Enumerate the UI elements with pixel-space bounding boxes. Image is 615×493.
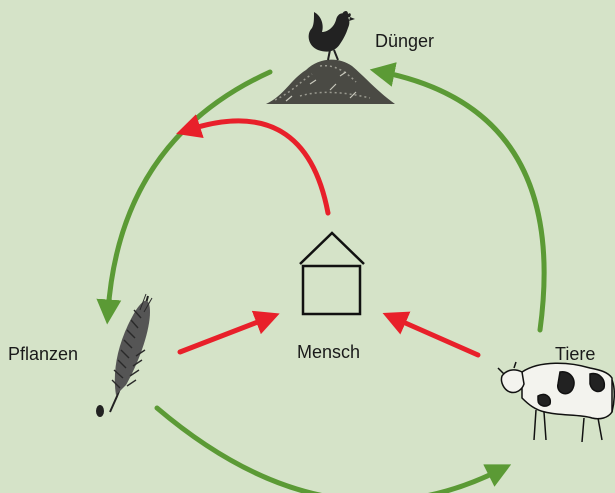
- manure-pile-icon: [266, 59, 395, 104]
- house-icon: [299, 231, 365, 316]
- label-plants: Pflanzen: [8, 344, 79, 364]
- label-human: Mensch: [297, 342, 361, 362]
- arrow-animals-to-fertilizer: [369, 62, 547, 333]
- arrow-plants-to-animals: [154, 405, 512, 493]
- label-animals: Tiere: [555, 344, 596, 364]
- rooster-icon: [308, 11, 355, 61]
- arrow-fertilizer-to-plants: [96, 69, 273, 325]
- wheat-icon: [96, 293, 153, 417]
- cow-icon: [497, 361, 615, 443]
- arrow-animals-to-human: [382, 311, 481, 358]
- label-fertilizer: Dünger: [375, 31, 435, 51]
- arrow-human-to-fertilizer: [176, 114, 331, 216]
- arrow-plants-to-human: [177, 310, 280, 355]
